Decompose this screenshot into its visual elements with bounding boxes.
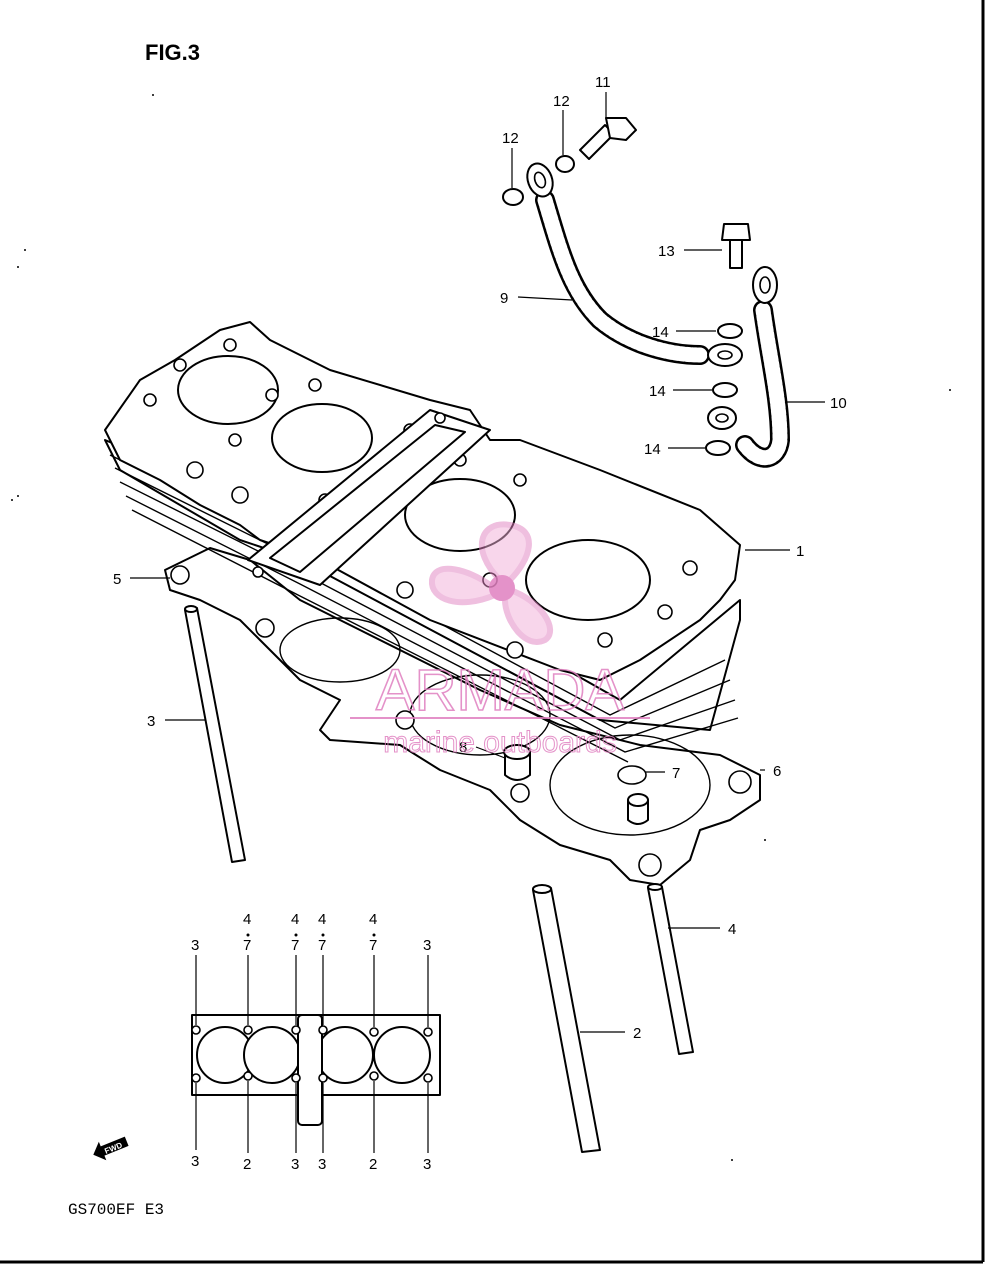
union-bolt-13 [721,223,751,269]
callout-14c: 14 [644,441,661,458]
key-top-label: 7 [369,937,377,954]
key-bottom-label: 2 [369,1156,377,1173]
callout-9: 9 [500,290,508,307]
key-top-label: 3 [191,937,199,954]
gasket-key-inset [191,955,441,1153]
callout-3: 3 [147,713,155,730]
washer-12b [555,155,575,173]
stud-4 [647,883,694,1055]
key-top-label: 4 [243,911,251,928]
separator-dot [321,933,325,937]
figure-title: FIG.3 [145,40,200,65]
key-top-label: 4 [291,911,299,928]
callout-11: 11 [595,74,611,91]
propeller-logo-icon [428,521,553,645]
separator-dot [294,933,298,937]
key-top-label: 4 [369,911,377,928]
callout-14a: 14 [652,324,669,341]
key-top-label: 7 [291,937,299,954]
model-code: GS700EF E3 [68,1201,164,1219]
callout-2: 2 [633,1025,641,1042]
callout-4: 4 [728,921,736,938]
callout-7: 7 [672,765,680,782]
callouts: 1 2 3 4 5 6 7 8 9 10 11 12 12 13 14 14 1… [113,74,847,1042]
washer-14c [705,440,731,456]
dowel-pin-8 [503,744,531,781]
key-top-label: 4 [318,911,326,928]
callout-14b: 14 [649,383,666,400]
key-top-label: 7 [243,937,251,954]
washer-14b [712,382,738,398]
key-bottom-label: 2 [243,1156,251,1173]
cylinder-base-gasket [164,547,761,886]
watermark-tagline: marine outboards [383,726,616,759]
callout-12a: 12 [553,93,570,110]
key-bottom-label: 3 [423,1156,431,1173]
key-bottom-label: 3 [191,1153,199,1170]
oil-hose-9 [526,162,743,367]
dowel-pin-right [627,793,649,825]
callout-6: 6 [773,763,781,780]
callout-1: 1 [796,543,804,560]
fwd-arrow: FWD [93,1136,129,1161]
separator-dot [372,933,376,937]
gasket-key-labels: 3 4 7 4 7 4 7 4 7 3 3 2 3 3 2 3 [191,911,431,1173]
separator-dot [246,933,250,937]
stud-3 [184,605,246,863]
callout-5: 5 [113,571,121,588]
key-bottom-label: 3 [318,1156,326,1173]
key-top-label: 7 [318,937,326,954]
stud-2 [532,884,601,1153]
key-bottom-label: 3 [291,1156,299,1173]
callout-10: 10 [830,395,847,412]
washer-12a [502,188,524,206]
callout-12b: 12 [502,130,519,147]
callout-13: 13 [658,243,675,260]
key-top-label: 3 [423,937,431,954]
union-bolt-11 [579,117,637,160]
watermark: ARMADA marine outboards [350,521,650,760]
watermark-brand: ARMADA [376,658,624,723]
leader-lines [130,92,825,1033]
scan-specks [11,94,951,1161]
oil-hose-10 [707,266,791,468]
callout-8: 8 [459,739,467,756]
washer-14a [717,323,743,339]
fwd-label: FWD [103,1141,123,1156]
